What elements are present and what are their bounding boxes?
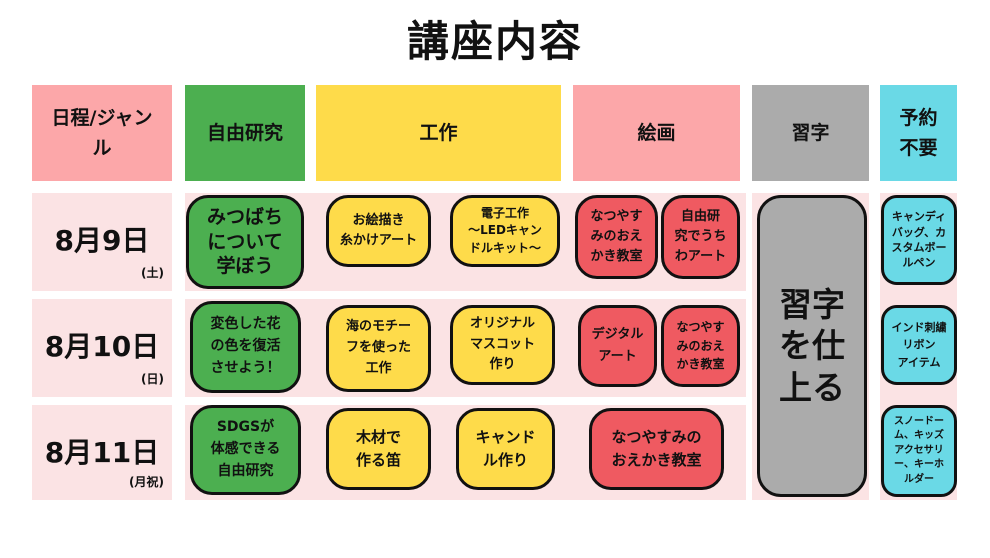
course-bee-study[interactable]: みつばち について 学ぼう	[186, 195, 304, 289]
course-led-candle[interactable]: 電子工作 〜LEDキャン ドルキット〜	[450, 195, 560, 267]
date-main: 8月9日	[54, 224, 150, 257]
header-calligraphy: 習字	[752, 85, 869, 181]
header-painting-label: 絵画	[637, 121, 676, 144]
header-no-reservation: 予約 不要	[880, 85, 957, 181]
header-schedule-label: 日程/ジャン ル	[51, 106, 153, 159]
course-string-art[interactable]: お絵描き 糸かけアート	[326, 195, 431, 267]
course-fan-art[interactable]: 自由研 究でうち わアート	[661, 195, 740, 279]
course-sea-motif[interactable]: 海のモチー フを使った 工作	[326, 305, 431, 392]
course-flower-color[interactable]: 変色した花 の色を復活 させよう！	[190, 301, 301, 393]
course-sdgs[interactable]: SDGSが 体感できる 自由研究	[190, 405, 301, 495]
date-cell-2: 8月10日 (日)	[32, 299, 172, 397]
header-calligraphy-label: 習字	[791, 121, 830, 144]
course-snow-globe[interactable]: スノードー ム、キッズ アクセサリ ー、キーホ ルダー	[881, 405, 957, 497]
course-summer-drawing-3[interactable]: なつやすみの おえかき教室	[589, 408, 724, 490]
date-cell-3: 8月11日 (月祝)	[32, 405, 172, 500]
page-title: 講座内容	[406, 17, 583, 66]
course-indian-embroidery[interactable]: インド刺繍 リボン アイテム	[881, 305, 957, 385]
header-schedule: 日程/ジャン ル	[32, 85, 172, 181]
header-craft: 工作	[316, 85, 561, 181]
course-label: 木材で 作る笛	[355, 427, 401, 469]
date-weekday: (日)	[141, 372, 164, 386]
header-craft-label: 工作	[419, 121, 458, 144]
course-label: 変色した花 の色を復活 させよう！	[210, 316, 281, 376]
course-label: キャンド ル作り	[475, 427, 536, 469]
date-weekday: (月祝)	[129, 475, 164, 489]
course-label: なつやすみの おえかき教室	[611, 427, 702, 469]
course-candy-bag[interactable]: キャンディ バッグ、カ スタムボー ルペン	[881, 195, 957, 285]
course-label: お絵描き 糸かけアート	[339, 212, 418, 248]
course-label: 習字 を仕 上る	[779, 285, 845, 407]
header-painting: 絵画	[573, 85, 740, 181]
date-weekday: (土)	[141, 266, 164, 280]
course-candle[interactable]: キャンド ル作り	[456, 408, 555, 490]
date-cell-1: 8月9日 (土)	[32, 193, 172, 291]
course-calligraphy[interactable]: 習字 を仕 上る	[757, 195, 867, 497]
course-label: 自由研 究でうち わアート	[674, 208, 727, 265]
course-label: インド刺繍 リボン アイテム	[891, 320, 947, 369]
course-summer-drawing[interactable]: なつやす みのおえ かき教室	[575, 195, 658, 279]
course-label: スノードー ム、キッズ アクセサリ ー、キーホ ルダー	[894, 415, 944, 485]
course-summer-drawing-2[interactable]: なつやす みのおえ かき教室	[661, 305, 740, 387]
course-label: キャンディ バッグ、カ スタムボー ルペン	[891, 210, 947, 270]
header-research-label: 自由研究	[206, 121, 283, 144]
course-label: SDGSが 体感できる 自由研究	[210, 419, 281, 479]
course-digital-art[interactable]: デジタル アート	[578, 305, 657, 387]
course-label: みつばち について 学ぼう	[206, 205, 283, 278]
header-research: 自由研究	[185, 85, 305, 181]
course-wood-flute[interactable]: 木材で 作る笛	[326, 408, 431, 490]
date-main: 8月10日	[44, 330, 160, 363]
course-label: 海のモチー フを使った 工作	[345, 319, 411, 376]
course-label: オリジナル マスコット 作り	[469, 315, 535, 373]
header-no-reservation-label: 予約 不要	[899, 106, 938, 159]
course-label: なつやす みのおえ かき教室	[676, 320, 725, 372]
course-label: なつやす みのおえ かき教室	[590, 208, 643, 265]
course-label: デジタル アート	[591, 326, 644, 364]
course-label: 電子工作 〜LEDキャン ドルキット〜	[468, 205, 542, 255]
course-mascot[interactable]: オリジナル マスコット 作り	[450, 305, 555, 385]
date-main: 8月11日	[44, 436, 160, 469]
